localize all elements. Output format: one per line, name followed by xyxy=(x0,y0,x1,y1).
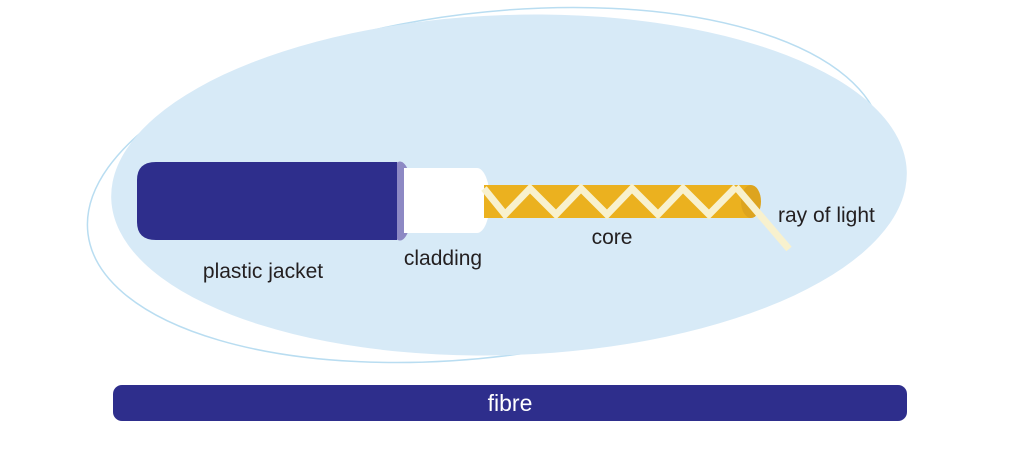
light-zigzag xyxy=(481,183,739,220)
fibre-bar xyxy=(113,385,907,421)
label-core: core xyxy=(592,226,633,249)
label-cladding: cladding xyxy=(404,247,482,270)
label-ray-of-light: ray of light xyxy=(778,204,875,227)
label-plastic-jacket: plastic jacket xyxy=(203,260,323,283)
plastic-jacket-shape xyxy=(137,162,397,240)
fibre-bar-label: fibre xyxy=(488,390,533,416)
cladding-shape xyxy=(404,168,491,233)
light-ray xyxy=(733,184,792,252)
